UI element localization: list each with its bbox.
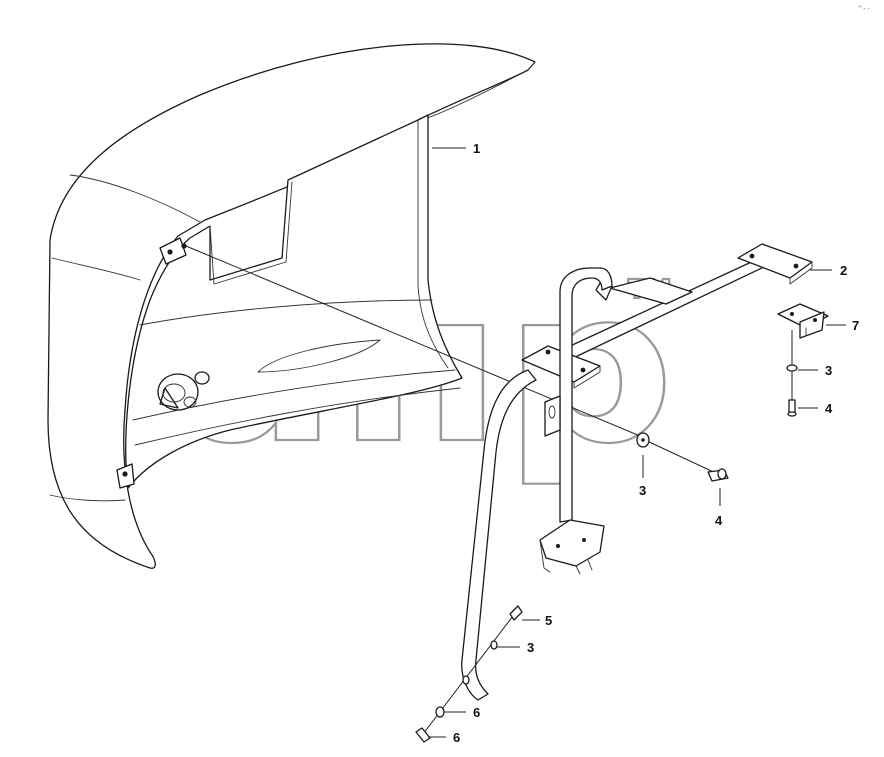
- top-mounting-plate-edge: [789, 261, 813, 285]
- callout-label-6-upper: 6: [473, 705, 480, 720]
- support-tube: [461, 369, 537, 701]
- hood-inner-plate: [125, 114, 463, 489]
- hood-shading-line-2: [51, 257, 141, 281]
- callout-label-6-lower: 6: [453, 730, 460, 745]
- nut-tube-upper: [462, 675, 470, 685]
- callout-labels: 1 2 7 3 4 3 4 5 3 6 6: [453, 141, 859, 745]
- callout-label-3-side: 3: [639, 483, 646, 498]
- callout-label-1: 1: [473, 141, 480, 156]
- callout-label-4-hinge: 4: [825, 401, 833, 416]
- hood-mount-tab-upper: [159, 237, 187, 265]
- hood-shading-line-3: [49, 494, 126, 502]
- hood-cover-panel: [47, 43, 536, 569]
- washer-hinge: [786, 364, 798, 372]
- callout-label-4-side: 4: [715, 513, 723, 528]
- callout-label-5: 5: [545, 613, 552, 628]
- hood-shading-line-1: [69, 174, 201, 223]
- upper-clamp-plate: [609, 277, 693, 305]
- lock-icon: [157, 371, 210, 411]
- hood-plate-edge: [417, 119, 449, 369]
- support-bracket-frame: [521, 243, 813, 575]
- corner-mark: ^--: [858, 5, 871, 13]
- callout-label-3-hinge: 3: [825, 363, 832, 378]
- lower-clamp-plate-edge: [573, 365, 601, 389]
- hinge-part: [777, 303, 829, 339]
- post-foot-bracket: [539, 519, 605, 567]
- callout-leaders: [428, 147, 846, 738]
- callout-label-7: 7: [852, 318, 859, 333]
- hood-rib-3: [134, 387, 461, 446]
- hood-rib-2: [132, 369, 456, 421]
- nut-tube-middle: [435, 706, 445, 718]
- washer-tube: [490, 640, 498, 650]
- callout-label-3-tube: 3: [527, 640, 534, 655]
- post-side-tab: [544, 395, 561, 437]
- support-tube-body: [461, 369, 537, 701]
- bolt-side: [707, 468, 729, 482]
- cap-tube-lower: [415, 727, 431, 743]
- hood-rib-1: [139, 299, 433, 326]
- tube-hardware-axis: [419, 611, 517, 739]
- assembly-axis-line-2: [644, 439, 721, 476]
- bolt-hinge: [787, 399, 797, 417]
- hood-handle-recess: [257, 339, 381, 373]
- hood-mount-tab-lower: [116, 463, 135, 489]
- bolt-tube: [509, 605, 523, 621]
- callout-label-2: 2: [840, 263, 847, 278]
- washer-side: [636, 432, 650, 448]
- vertical-post: [559, 267, 613, 523]
